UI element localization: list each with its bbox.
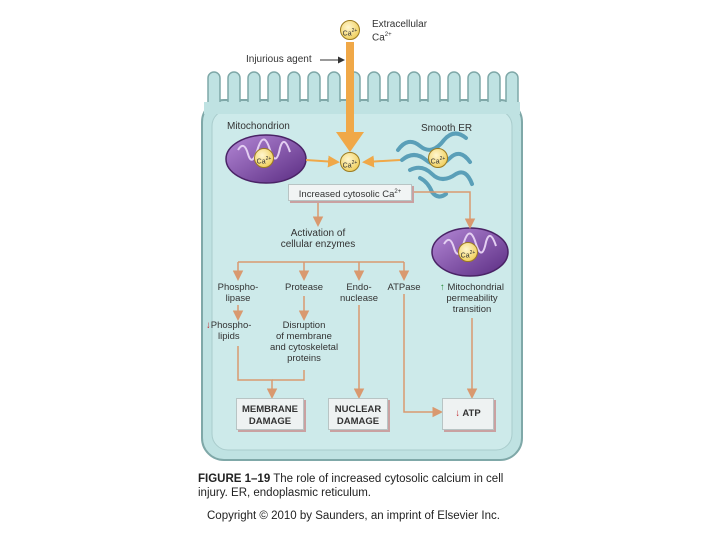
phospholipids-label: ↓Phospho- lipids: [206, 320, 252, 342]
atp-box: ↓ ATP: [442, 398, 494, 430]
flow-lines: [232, 191, 478, 418]
arrow-up-icon: ↑: [440, 282, 445, 293]
injurious-agent-label: Injurious agent: [246, 54, 312, 65]
activation-label: Activation of cellular enzymes: [280, 228, 356, 250]
atpase-label: ATPase: [387, 282, 421, 293]
mitochondrion-label: Mitochondrion: [227, 121, 290, 132]
calcium-ion-icon: Ca2+: [340, 20, 360, 40]
calcium-ion-icon: Ca2+: [340, 152, 360, 172]
nuclear-damage-box: NUCLEAR DAMAGE: [328, 398, 388, 430]
calcium-ion-icon: Ca2+: [428, 148, 448, 168]
mito-permeability-label: ↑ Mitochondrial permeability transition: [440, 282, 504, 315]
increased-cytosolic-box: Increased cytosolic Ca2+: [288, 184, 412, 201]
extracellular-label: Extracellular Ca2+: [372, 19, 428, 44]
arrow-down-icon: ↓: [206, 320, 211, 331]
mito-release-arrow: [305, 155, 340, 168]
figure-caption: FIGURE 1–19 The role of increased cytoso…: [198, 473, 504, 499]
arrow-down-icon: ↓: [455, 408, 461, 419]
smooth-er-label: Smooth ER: [421, 123, 473, 134]
copyright-notice: Copyright © 2010 by Saunders, an imprint…: [207, 510, 500, 522]
calcium-ion-icon: Ca2+: [254, 148, 274, 168]
calcium-ion-icon: Ca2+: [458, 242, 478, 262]
endonuclease-label: Endo- nuclease: [339, 282, 379, 304]
calcium-entry-arrow: [336, 42, 364, 152]
protease-label: Protease: [284, 282, 324, 293]
disruption-label: Disruption of membrane and cytoskeletal …: [269, 320, 339, 364]
er-release-arrow: [362, 155, 401, 168]
membrane-damage-box: MEMBRANE DAMAGE: [236, 398, 304, 430]
phospholipase-label: Phospho- lipase: [217, 282, 259, 304]
